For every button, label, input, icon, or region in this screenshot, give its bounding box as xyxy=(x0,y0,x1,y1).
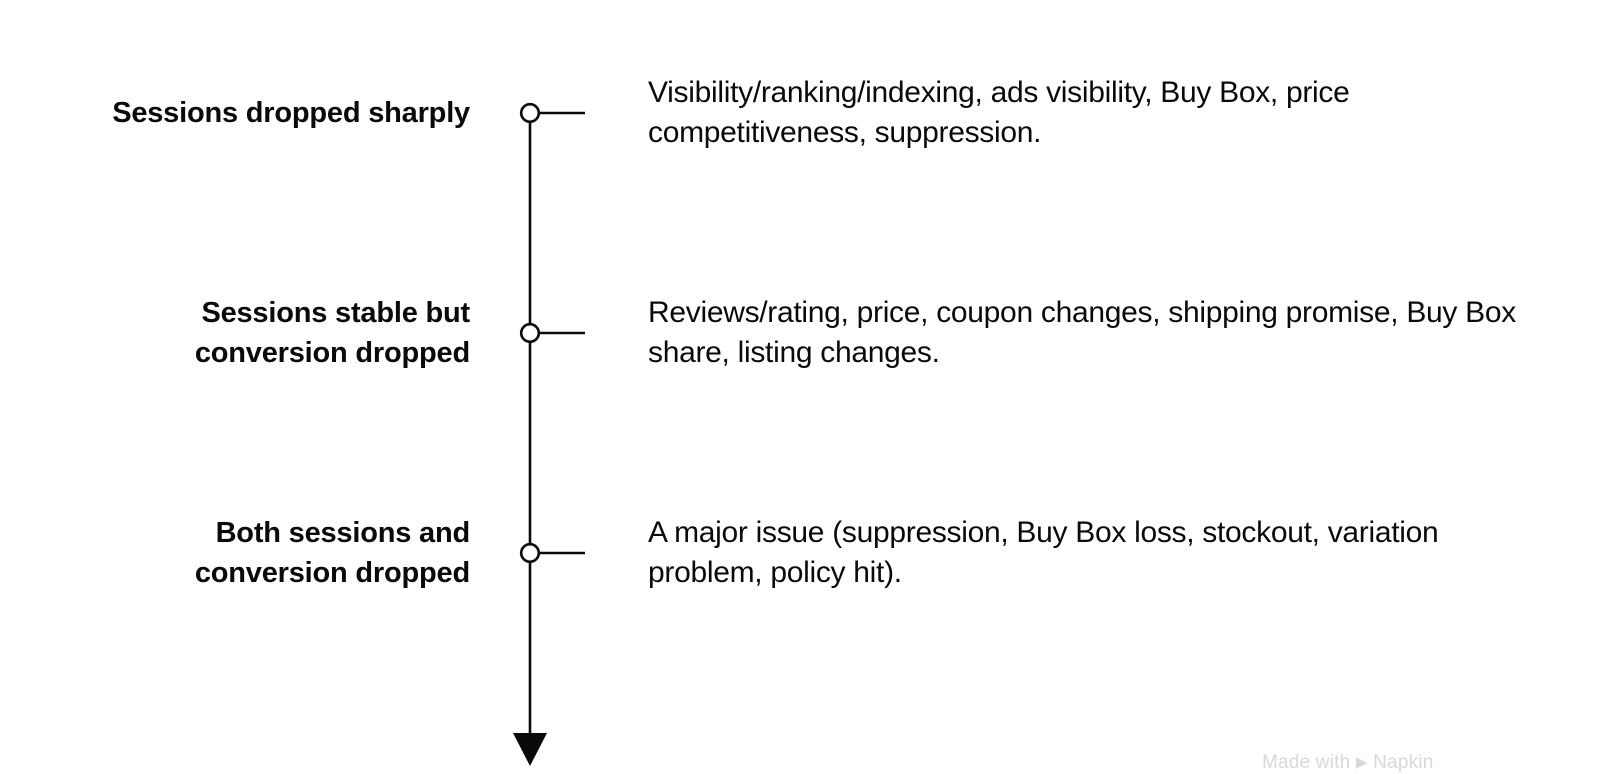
timeline-label-2: Sessions stable but conversion dropped xyxy=(194,297,470,369)
timeline-label-1: Sessions dropped sharply xyxy=(112,97,470,129)
watermark-prefix: Made with xyxy=(1262,752,1351,773)
watermark-suffix: Napkin xyxy=(1373,752,1434,773)
axis-arrowhead-icon xyxy=(513,733,547,766)
timeline-description-2: Reviews/rating, price, coupon changes, s… xyxy=(648,296,1516,369)
watermark: Made with ▶ Napkin xyxy=(1262,752,1433,774)
timeline-node-3[interactable] xyxy=(519,542,541,564)
timeline-node-2[interactable] xyxy=(519,322,541,344)
napkin-logo-icon: ▶ xyxy=(1355,754,1368,771)
timeline-label-3: Both sessions and conversion dropped xyxy=(194,517,470,589)
timeline-node-1[interactable] xyxy=(519,102,541,124)
timeline-description-3: A major issue (suppression, Buy Box loss… xyxy=(648,516,1439,589)
timeline-description-1: Visibility/ranking/indexing, ads visibil… xyxy=(648,76,1350,149)
